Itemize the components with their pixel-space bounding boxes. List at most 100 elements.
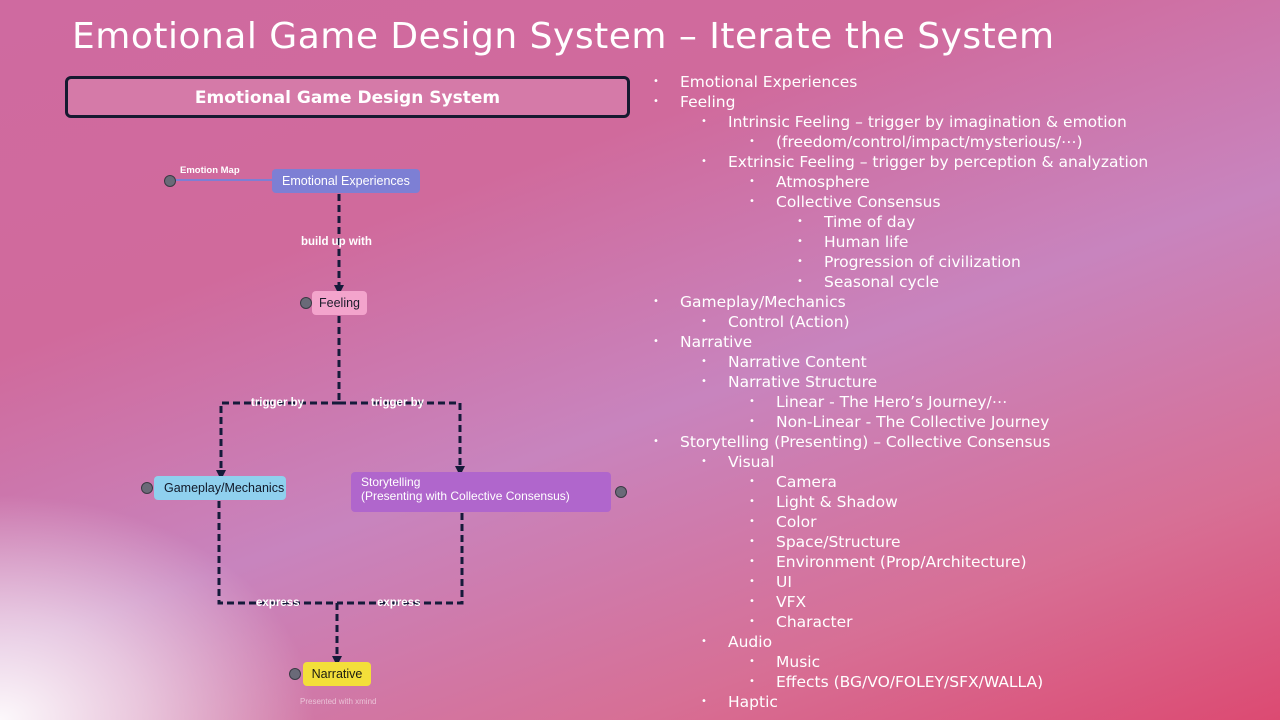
bullet-icon: •: [653, 96, 659, 107]
node-gameplay-mechanics[interactable]: Gameplay/Mechanics: [154, 476, 286, 500]
emotion-map-label: Emotion Map: [180, 165, 240, 176]
bullet-icon: •: [749, 476, 755, 487]
bullet-icon: •: [797, 256, 803, 267]
outline-item-text: Gameplay/Mechanics: [680, 293, 846, 311]
outline-item: • Seasonal cycle: [650, 272, 1270, 292]
bullet-icon: •: [749, 616, 755, 627]
bullet-icon: •: [701, 356, 707, 367]
narrative-badge: [289, 668, 301, 680]
bullet-icon: •: [749, 576, 755, 587]
outline-item: •Narrative: [650, 332, 1270, 352]
bullet-icon: •: [701, 636, 707, 647]
outline-item-text: Audio: [728, 633, 773, 651]
outline-item: •Space/Structure: [650, 532, 1270, 552]
bullet-icon: •: [749, 676, 755, 687]
bullet-icon: •: [749, 656, 755, 667]
outline-item: • Gameplay/Mechanics: [650, 292, 1270, 312]
outline-item: • Extrinsic Feeling – trigger by percepti…: [650, 152, 1270, 172]
outline-item-text: Non-Linear - The Collective Journey: [776, 413, 1050, 431]
mind-map-diagram: Emotional Game Design System Emotion Map…: [60, 70, 640, 715]
outline-item: • Emotional Experiences: [650, 72, 1270, 92]
outline-item: • Color: [650, 512, 1270, 532]
outline-item-text: Haptic: [728, 693, 778, 711]
outline-item-text: Effects (BG/VO/FOLEY/SFX/WALLA): [776, 673, 1044, 691]
gameplay-badge: [141, 482, 153, 494]
outline-item: •VFX: [650, 592, 1270, 612]
storytelling-badge: [615, 486, 627, 498]
outline-item: • Music: [650, 652, 1270, 672]
edge-label-express-right: express: [377, 597, 421, 609]
bullet-icon: •: [797, 276, 803, 287]
outline-item: • (freedom/control/impact/mysterious/⋯): [650, 132, 1270, 152]
outline-item-text: Visual: [728, 453, 775, 471]
bullet-icon: •: [749, 516, 755, 527]
bullet-icon: •: [701, 376, 707, 387]
bullet-icon: •: [653, 296, 659, 307]
outline-item-text: Extrinsic Feeling – trigger by perceptio…: [728, 153, 1149, 171]
node-storytelling[interactable]: Storytelling (Presenting with Collective…: [351, 472, 611, 512]
bullet-icon: •: [749, 596, 755, 607]
outline-item: •Narrative Structure: [650, 372, 1270, 392]
outline-item: • Visual: [650, 452, 1270, 472]
outline-item-text: Space/Structure: [776, 533, 901, 551]
outline-item: • Feeling: [650, 92, 1270, 112]
outline-item: • Non-Linear - The Collective Journey: [650, 412, 1270, 432]
outline-item-text: Emotional Experiences: [680, 73, 858, 91]
connector-express-right: [337, 513, 464, 605]
outline-item: • Linear - The Hero’s Journey/⋯: [650, 392, 1270, 412]
bullet-icon: •: [701, 696, 707, 707]
outline-item-text: Intrinsic Feeling – trigger by imaginati…: [728, 113, 1127, 131]
outline-item-text: Progression of civilization: [824, 253, 1021, 271]
outline-item: • Time of day: [650, 212, 1270, 232]
edge-label-build-up: build up with: [301, 236, 372, 248]
emotion-map-badge: [164, 175, 176, 187]
node-narrative[interactable]: Narrative: [303, 662, 371, 686]
connector-trigger-right: [339, 401, 465, 476]
outline-item: • Control (Action): [650, 312, 1270, 332]
bullet-icon: •: [749, 176, 755, 187]
bullet-icon: •: [749, 416, 755, 427]
outline-item: •Environment (Prop/Architecture): [650, 552, 1270, 572]
outline-item-text: Color: [776, 513, 817, 531]
outline-item: • Character: [650, 612, 1270, 632]
connector-express-left: [217, 501, 337, 605]
outline-item-text: UI: [776, 573, 792, 591]
bullet-icon: •: [701, 456, 707, 467]
storytelling-line-1: Storytelling: [361, 475, 421, 489]
xmind-watermark: Presented with xmind: [300, 697, 377, 706]
edge-label-express-left: express: [256, 597, 300, 609]
outline-item: • Human life: [650, 232, 1270, 252]
outline-item-text: Camera: [776, 473, 837, 491]
bullet-icon: •: [749, 396, 755, 407]
bullet-icon: •: [749, 136, 755, 147]
outline-item-text: Character: [776, 613, 853, 631]
node-emotional-experiences[interactable]: Emotional Experiences: [272, 169, 420, 193]
outline-item: •Collective Consensus: [650, 192, 1270, 212]
outline-item: • Audio: [650, 632, 1270, 652]
bullet-icon: •: [701, 156, 707, 167]
outline-item-text: (freedom/control/impact/mysterious/⋯): [776, 133, 1083, 151]
outline-item-text: Feeling: [680, 93, 736, 111]
bullet-icon: •: [653, 336, 659, 347]
outline-item: • Haptic: [650, 692, 1270, 712]
bullet-icon: •: [701, 116, 707, 127]
bullet-icon: •: [653, 76, 659, 87]
diagram-header: Emotional Game Design System: [194, 88, 501, 108]
outline-item-text: Environment (Prop/Architecture): [776, 553, 1027, 571]
bullet-icon: •: [701, 316, 707, 327]
bullet-icon: •: [797, 216, 803, 227]
storytelling-line-2: (Presenting with Collective Consensus): [361, 489, 570, 503]
outline-item-text: Time of day: [824, 213, 916, 231]
outline-item-text: Seasonal cycle: [824, 273, 940, 291]
node-feeling[interactable]: Feeling: [312, 291, 367, 315]
outline-item-text: Human life: [824, 233, 909, 251]
outline-item: • Effects (BG/VO/FOLEY/SFX/WALLA): [650, 672, 1270, 692]
slide-title: Emotional Game Design System – Iterate t…: [72, 16, 1055, 57]
outline-item-text: Linear - The Hero’s Journey/⋯: [776, 393, 1008, 411]
outline-item-text: Music: [776, 653, 821, 671]
outline-item-text: Light & Shadow: [776, 493, 898, 511]
outline-item-text: Atmosphere: [776, 173, 870, 191]
outline-item-text: Control (Action): [728, 313, 850, 331]
bullet-icon: •: [797, 236, 803, 247]
outline-item-text: Storytelling (Presenting) – Collective C…: [680, 433, 1051, 451]
